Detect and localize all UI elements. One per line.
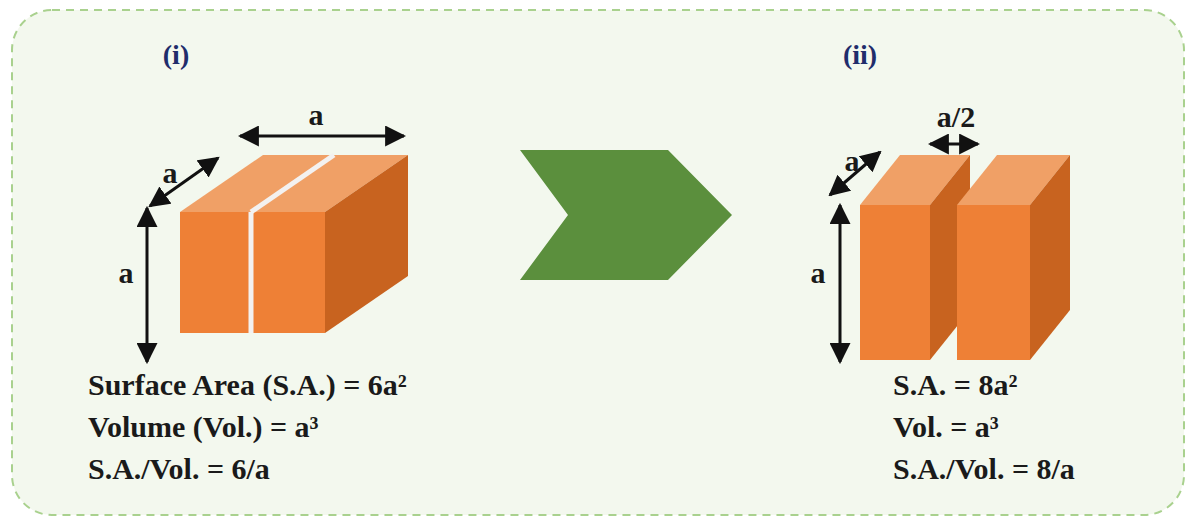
half-slab	[957, 155, 1070, 360]
cube	[180, 155, 408, 333]
half-slab	[860, 155, 970, 360]
formula-text: S.A./Vol. = 8/a	[893, 452, 1075, 485]
dimension-label: a	[309, 98, 324, 131]
formula-text: Volume (Vol.) = a³	[88, 410, 319, 443]
formula-text: S.A. = 8a²	[893, 368, 1017, 401]
dimension-arrow	[839, 205, 842, 362]
dimension-arrow	[146, 208, 149, 362]
transition-arrow	[520, 150, 732, 280]
dimension-label: a	[811, 256, 826, 289]
dimension-arrow	[930, 143, 978, 146]
dimension-label: a	[119, 256, 134, 289]
dimension-arrow	[150, 158, 218, 206]
panel-number: (i)	[163, 40, 189, 71]
dimension-label: a/2	[937, 100, 975, 133]
panel-number: (ii)	[843, 40, 877, 71]
formula-text: Surface Area (S.A.) = 6a²	[88, 368, 407, 401]
formula-text: Vol. = a³	[893, 410, 999, 443]
dimension-label: a	[163, 156, 178, 189]
dimension-label: a	[845, 144, 860, 177]
dimension-arrow	[240, 135, 404, 138]
panel-border	[12, 10, 1184, 515]
formula-text: S.A./Vol. = 6/a	[88, 452, 270, 485]
